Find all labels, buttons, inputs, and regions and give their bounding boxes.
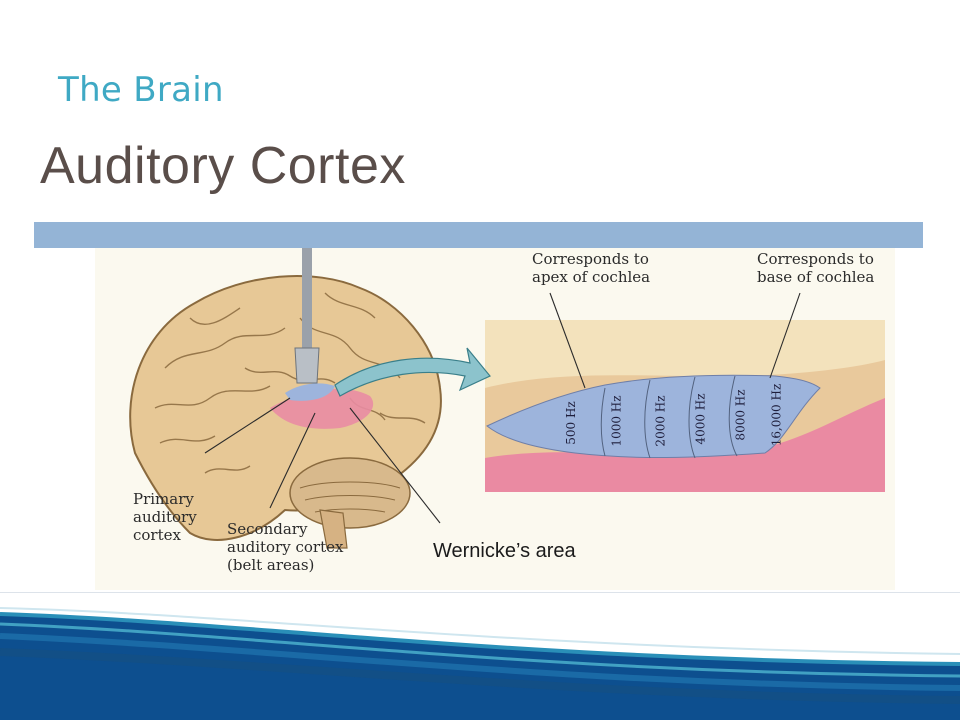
- freq-label: 2000 Hz: [653, 395, 668, 447]
- frequency-dividers: [600, 375, 738, 459]
- retractor-tool: [302, 248, 312, 348]
- primary-cortex-region: [285, 383, 335, 401]
- freq-label: 8000 Hz: [733, 389, 748, 441]
- wernicke-label: Wernicke’s area: [433, 540, 576, 562]
- auditory-cortex-figure: 500 Hz 1000 Hz 2000 Hz 4000 Hz 8000 Hz 1…: [95, 248, 895, 590]
- cerebellum: [289, 457, 411, 529]
- tonotopic-strip: [486, 374, 821, 459]
- slide-subtitle: The Brain: [58, 70, 224, 110]
- freq-label: 4000 Hz: [693, 393, 708, 445]
- brain-illustration: [129, 248, 885, 549]
- leader-lines: [204, 292, 801, 524]
- apex-label: Corresponds to apex of cochlea: [532, 250, 651, 286]
- title-divider-band: [34, 222, 923, 248]
- brain-stem: [319, 509, 348, 549]
- zoom-arrow: [334, 347, 491, 397]
- secondary-cortex-label: Secondary auditory cortex (belt areas): [227, 520, 344, 574]
- slide-title: Auditory Cortex: [40, 137, 406, 195]
- freq-label: 16,000 Hz: [769, 383, 784, 447]
- pink-band: [485, 398, 885, 492]
- freq-label: 1000 Hz: [609, 395, 624, 447]
- primary-cortex-label: Primary auditory cortex: [133, 490, 197, 544]
- freq-label: 500 Hz: [563, 401, 578, 445]
- base-label: Corresponds to base of cochlea: [757, 250, 875, 286]
- footer-wave-decoration: [0, 607, 960, 720]
